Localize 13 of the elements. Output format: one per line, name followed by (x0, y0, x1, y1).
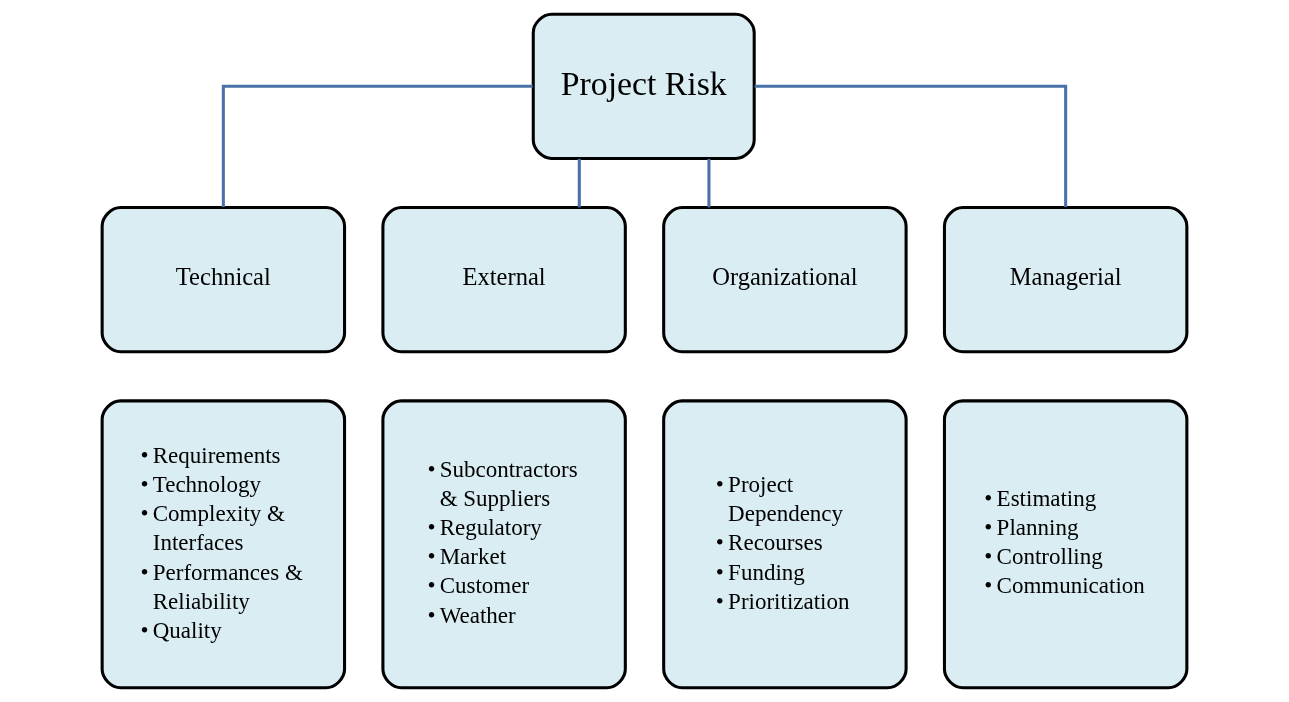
node-box: • Subcontractors & Suppliers • Regulatory • Market • Customer • Weather (381, 399, 627, 690)
connector (754, 84, 1068, 208)
node-box: External (381, 206, 627, 354)
node-box: • Requirements • Technology • Complexity & Interfaces • Performances & Reliability • Quality (100, 399, 347, 690)
connector (707, 158, 711, 208)
connector (577, 158, 581, 208)
node-box: Project Risk (531, 12, 756, 160)
connector (221, 84, 533, 208)
node-box: Organizational (662, 206, 908, 354)
node-box: Technical (100, 206, 347, 354)
node-box: • Project Dependency • Recourses • Funding • Prioritization (662, 399, 908, 690)
node-box: Managerial (942, 206, 1189, 354)
node-box: • Estimating • Planning • Controlling • Communication (942, 399, 1189, 690)
